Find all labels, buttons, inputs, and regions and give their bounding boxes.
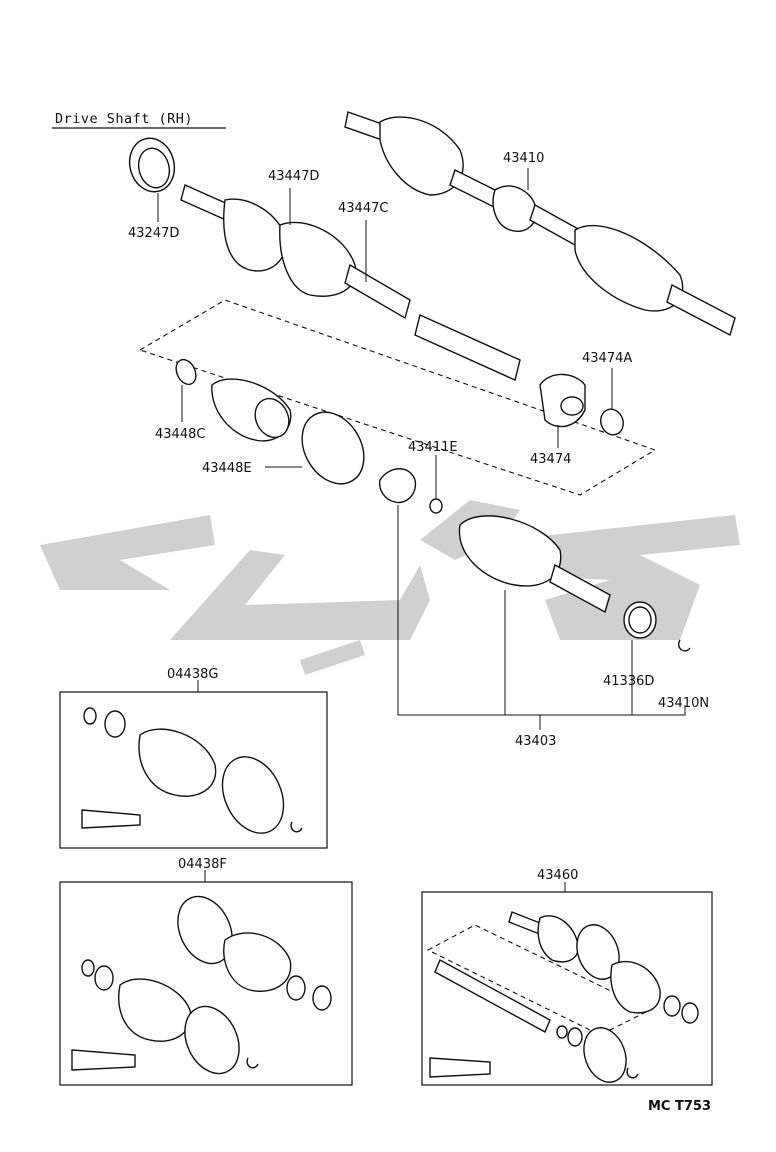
label-04438G: 04438G <box>167 667 218 682</box>
label-43460: 43460 <box>537 868 578 883</box>
diagram-title: Drive Shaft (RH) <box>55 111 193 127</box>
label-43411E: 43411E <box>408 440 458 455</box>
kit-box-43460 <box>421 891 713 1086</box>
snap-ring-43411E[interactable] <box>429 498 443 514</box>
ring-43247D[interactable] <box>124 133 180 197</box>
kit-box-04438G <box>59 691 328 849</box>
kit-box-04438F <box>59 881 353 1086</box>
ring-41336D[interactable] <box>623 601 657 639</box>
leader-43403-group <box>397 505 686 716</box>
label-41336D: 41336D <box>603 674 654 689</box>
inboard-joint-43403[interactable] <box>458 515 611 614</box>
label-43410N: 43410N <box>658 696 709 711</box>
drive-shaft-assembly-43410[interactable] <box>344 111 736 337</box>
label-43403: 43403 <box>515 734 556 749</box>
watermark-logo <box>40 500 740 675</box>
clamp-43448C[interactable] <box>172 356 199 387</box>
snap-ring-43410N[interactable] <box>678 639 691 652</box>
label-43447D: 43447D <box>268 169 319 184</box>
kit-43460-parts[interactable] <box>429 911 699 1088</box>
band-43448E[interactable] <box>290 401 376 495</box>
outer-joint-shaft[interactable] <box>180 184 521 381</box>
clamp-43474A[interactable] <box>597 406 627 438</box>
label-43474A: 43474A <box>582 351 632 366</box>
tripod-joint[interactable] <box>378 468 417 504</box>
diagram-code: MC T753 <box>648 1099 711 1114</box>
label-43247D: 43247D <box>128 226 179 241</box>
label-43474: 43474 <box>530 452 571 467</box>
kit-04438F-parts[interactable] <box>71 888 332 1083</box>
label-43410: 43410 <box>503 151 544 166</box>
label-43447C: 43447C <box>338 201 388 216</box>
damper-43474[interactable] <box>539 373 586 428</box>
label-43448C: 43448C <box>155 427 205 442</box>
boot[interactable] <box>211 378 295 443</box>
label-43448E: 43448E <box>202 461 252 476</box>
kit-dashed-outline <box>138 299 657 496</box>
label-04438F: 04438F <box>178 857 227 872</box>
kit-04438G-parts[interactable] <box>81 707 303 843</box>
